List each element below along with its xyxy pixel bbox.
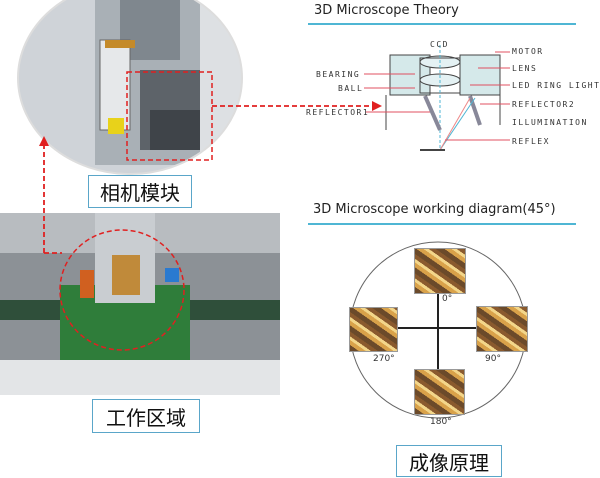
label-ccd: CCD bbox=[430, 40, 449, 49]
label-reflector2: REFLECTOR2 bbox=[512, 100, 576, 109]
label-reflex: REFLEX bbox=[512, 137, 550, 146]
micro-image-270 bbox=[349, 307, 398, 352]
label-reflector1: REFLECTOR1 bbox=[306, 108, 370, 117]
angle-0: 0° bbox=[442, 294, 453, 304]
micro-image-90 bbox=[476, 306, 528, 352]
label-ball: BALL bbox=[338, 84, 364, 93]
microscope-schematic bbox=[385, 45, 501, 151]
angle-180: 180° bbox=[430, 417, 452, 427]
working-title: 3D Microscope working diagram(45°) bbox=[313, 202, 556, 217]
camera-module-label: 相机模块 bbox=[88, 175, 192, 208]
working-underline bbox=[308, 223, 576, 225]
angle-270: 270° bbox=[373, 354, 395, 364]
label-lens: LENS bbox=[512, 64, 538, 73]
micro-image-0 bbox=[414, 248, 466, 294]
camera-module-image bbox=[18, 0, 242, 174]
theory-underline bbox=[308, 23, 576, 25]
label-motor: MOTOR bbox=[512, 47, 544, 56]
work-area-label: 工作区域 bbox=[92, 399, 200, 433]
work-area-photo bbox=[0, 213, 280, 395]
theory-title: 3D Microscope Theory bbox=[314, 3, 459, 18]
imaging-principle-label: 成像原理 bbox=[396, 445, 502, 477]
label-illumination: ILLUMINATION bbox=[512, 118, 588, 127]
label-led-ring-light: LED RING LIGHT bbox=[512, 81, 600, 90]
angle-90: 90° bbox=[485, 354, 501, 364]
label-bearing: BEARING bbox=[316, 70, 361, 79]
micro-image-180 bbox=[414, 369, 465, 415]
